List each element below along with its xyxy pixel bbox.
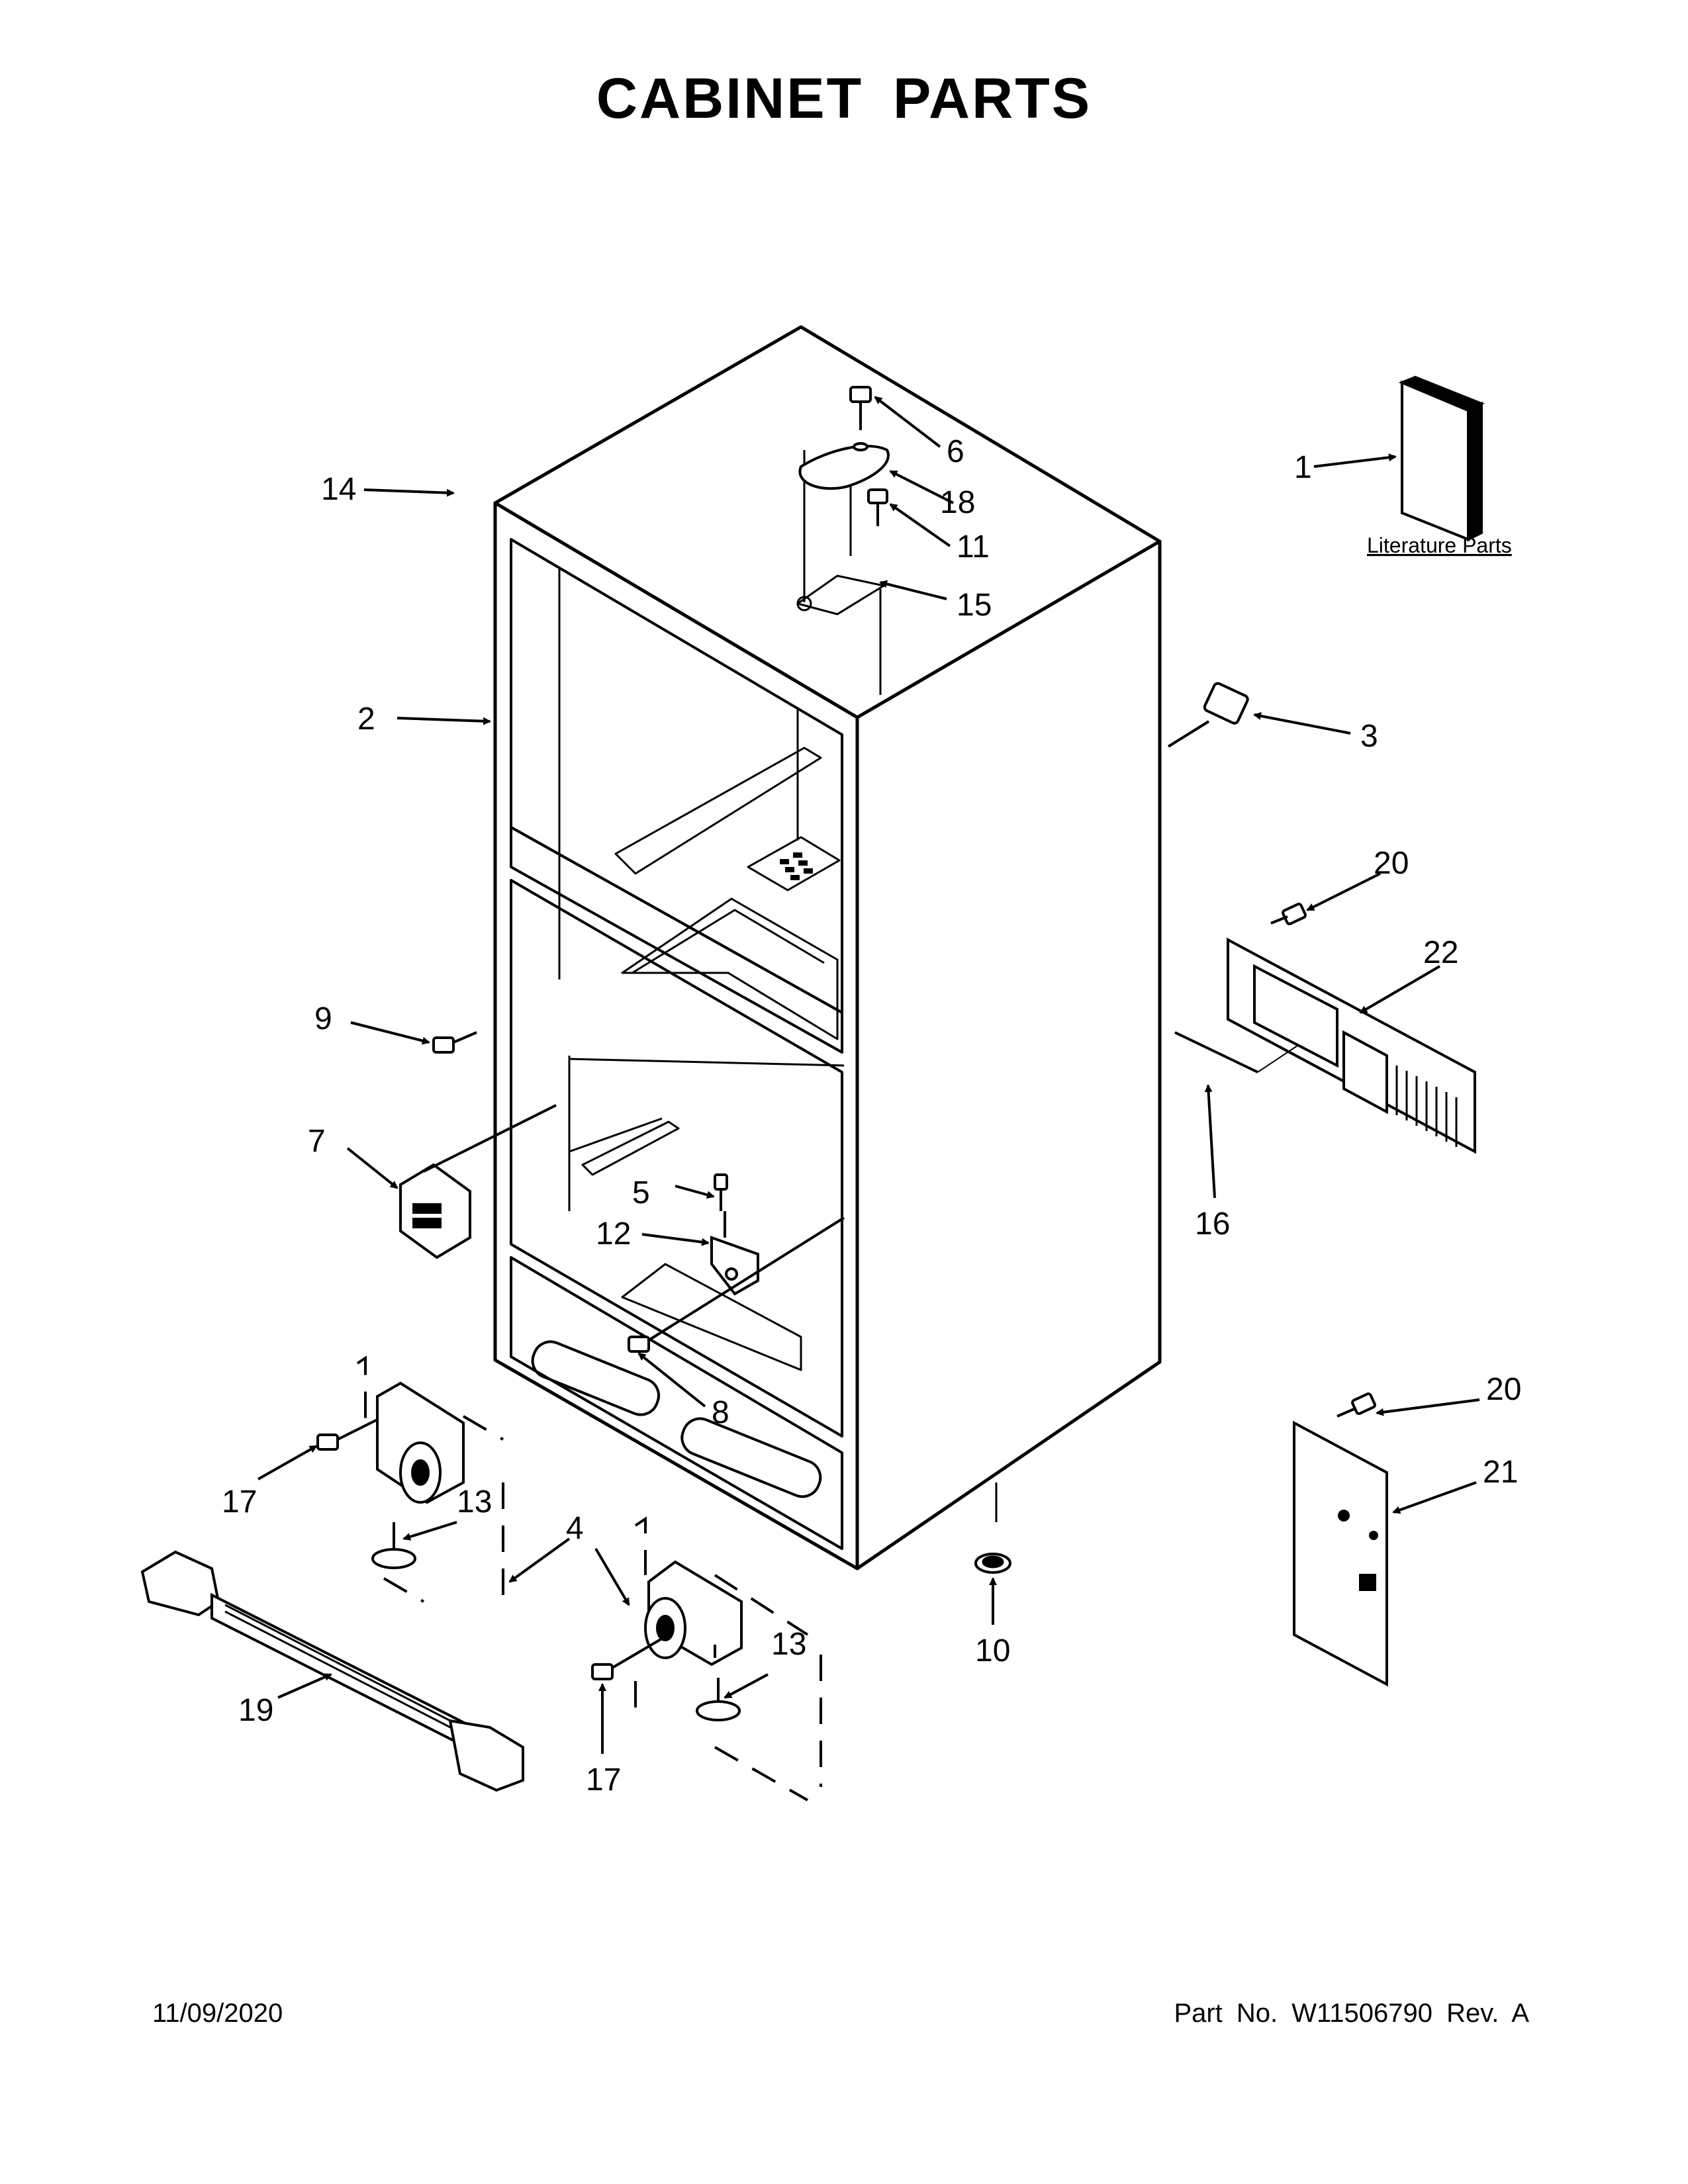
callout-18: 18 bbox=[940, 485, 975, 520]
rear-access-panel bbox=[1227, 937, 1476, 1154]
strip-part bbox=[1174, 1031, 1258, 1073]
screw-17-left bbox=[316, 1418, 378, 1451]
hinge-screw-6 bbox=[849, 386, 872, 430]
literature-parts bbox=[1398, 375, 1485, 542]
callout-2: 2 bbox=[357, 702, 375, 737]
callout-21: 21 bbox=[1483, 1455, 1518, 1490]
callout-9: 9 bbox=[314, 1001, 332, 1036]
footer-part-number: Part No. W11506790 Rev. A bbox=[1174, 1999, 1529, 2028]
callout-1: 1 bbox=[1294, 450, 1312, 485]
right-roller-assembly bbox=[634, 1516, 822, 1801]
label-part bbox=[1203, 682, 1249, 725]
callout-3: 3 bbox=[1360, 719, 1378, 754]
callout-7: 7 bbox=[308, 1124, 326, 1159]
callout-20-upper: 20 bbox=[1374, 846, 1409, 881]
callout-20-lower: 20 bbox=[1486, 1372, 1521, 1407]
callout-5: 5 bbox=[632, 1175, 650, 1210]
callout-labels: 1 2 3 4 5 6 7 8 9 10 11 12 13 13 14 15 1… bbox=[222, 434, 1521, 1797]
callout-13-right: 13 bbox=[771, 1627, 806, 1662]
callout-13-left: 13 bbox=[457, 1484, 492, 1520]
toe-grille bbox=[140, 1550, 524, 1792]
rear-cover-panel bbox=[1293, 1420, 1388, 1687]
control-module bbox=[399, 1163, 471, 1259]
screw-9 bbox=[432, 1031, 477, 1054]
callout-17-right: 17 bbox=[586, 1762, 621, 1797]
callout-16: 16 bbox=[1195, 1206, 1230, 1242]
screw-17-right bbox=[591, 1633, 670, 1680]
screw-8 bbox=[628, 1216, 845, 1353]
callout-11: 11 bbox=[957, 529, 990, 565]
left-roller-assembly bbox=[356, 1355, 504, 1608]
screw-20-upper bbox=[1270, 903, 1307, 925]
footer-date: 11/09/2020 bbox=[152, 1999, 283, 2028]
callout-22: 22 bbox=[1423, 935, 1458, 970]
part-5 bbox=[714, 1173, 728, 1211]
callout-15: 15 bbox=[957, 588, 992, 623]
cabinet bbox=[493, 325, 1162, 1574]
callout-14: 14 bbox=[321, 472, 356, 507]
screw-20-lower bbox=[1336, 1392, 1376, 1418]
callout-10: 10 bbox=[975, 1633, 1010, 1668]
callout-19: 19 bbox=[238, 1693, 273, 1728]
callout-17-left: 17 bbox=[222, 1484, 257, 1520]
page-title: CABINET PARTS bbox=[596, 67, 1092, 130]
hinge-screw-11 bbox=[867, 488, 888, 526]
callout-12: 12 bbox=[596, 1216, 631, 1251]
top-hinge-cover bbox=[798, 442, 890, 490]
callout-6: 6 bbox=[947, 434, 964, 469]
callout-4: 4 bbox=[566, 1511, 584, 1546]
literature-parts-label: Literature Parts bbox=[1367, 533, 1512, 557]
callout-leaders bbox=[258, 396, 1480, 1754]
callout-8: 8 bbox=[712, 1395, 729, 1430]
